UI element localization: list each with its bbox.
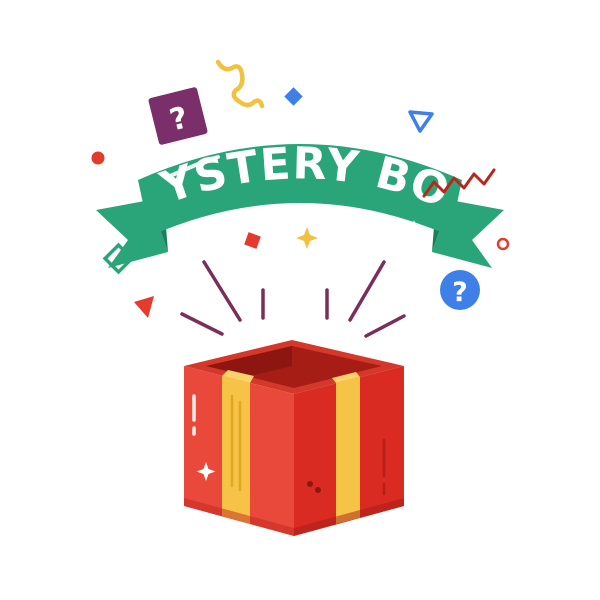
ribbon-rim-left xyxy=(222,370,254,383)
ribbon-rim-right xyxy=(332,372,360,383)
ray-line xyxy=(364,314,406,338)
purple-question-badge: ? xyxy=(148,87,208,145)
box-bottom-shade xyxy=(184,498,294,536)
blue-triangle-outline-icon xyxy=(408,110,434,133)
open-gift-box xyxy=(184,340,404,536)
box-dot-icon xyxy=(307,481,313,487)
box-sparkle-icon xyxy=(196,462,216,481)
box-dot-icon xyxy=(315,487,321,493)
banner-shine-dash xyxy=(206,155,220,162)
ray-line xyxy=(202,260,242,322)
title-banner: MYSTERY BOX xyxy=(0,0,504,268)
banner-sparkle-icon xyxy=(406,220,422,236)
red-triangle-icon xyxy=(134,296,154,318)
red-zigzag-icon xyxy=(422,168,496,198)
red-diamond-icon xyxy=(244,232,261,249)
yellow-star-icon xyxy=(296,227,318,249)
box-ribbon-front xyxy=(222,376,250,524)
box-ribbon-right xyxy=(336,377,360,524)
red-dot-icon xyxy=(91,151,105,165)
banner-shine-line xyxy=(168,162,200,178)
ray-line xyxy=(348,260,386,322)
box-inner-shadow xyxy=(206,346,292,376)
burst-rays xyxy=(180,260,406,338)
svg-text:MYSTERY BOX: MYSTERY BOX xyxy=(0,0,455,217)
banner-main xyxy=(138,144,462,236)
ray-line xyxy=(180,312,224,336)
blue-question-badge: ? xyxy=(440,270,480,310)
green-diamond-outline-icon xyxy=(102,242,135,275)
yellow-squiggle-icon xyxy=(215,59,265,109)
red-ring-icon xyxy=(496,237,510,251)
blue-diamond-icon xyxy=(284,87,303,106)
box-bottom-shade-right xyxy=(294,498,404,536)
banner-title: MYSTERY BOX xyxy=(0,0,454,217)
blue-question-mark: ? xyxy=(452,277,468,308)
